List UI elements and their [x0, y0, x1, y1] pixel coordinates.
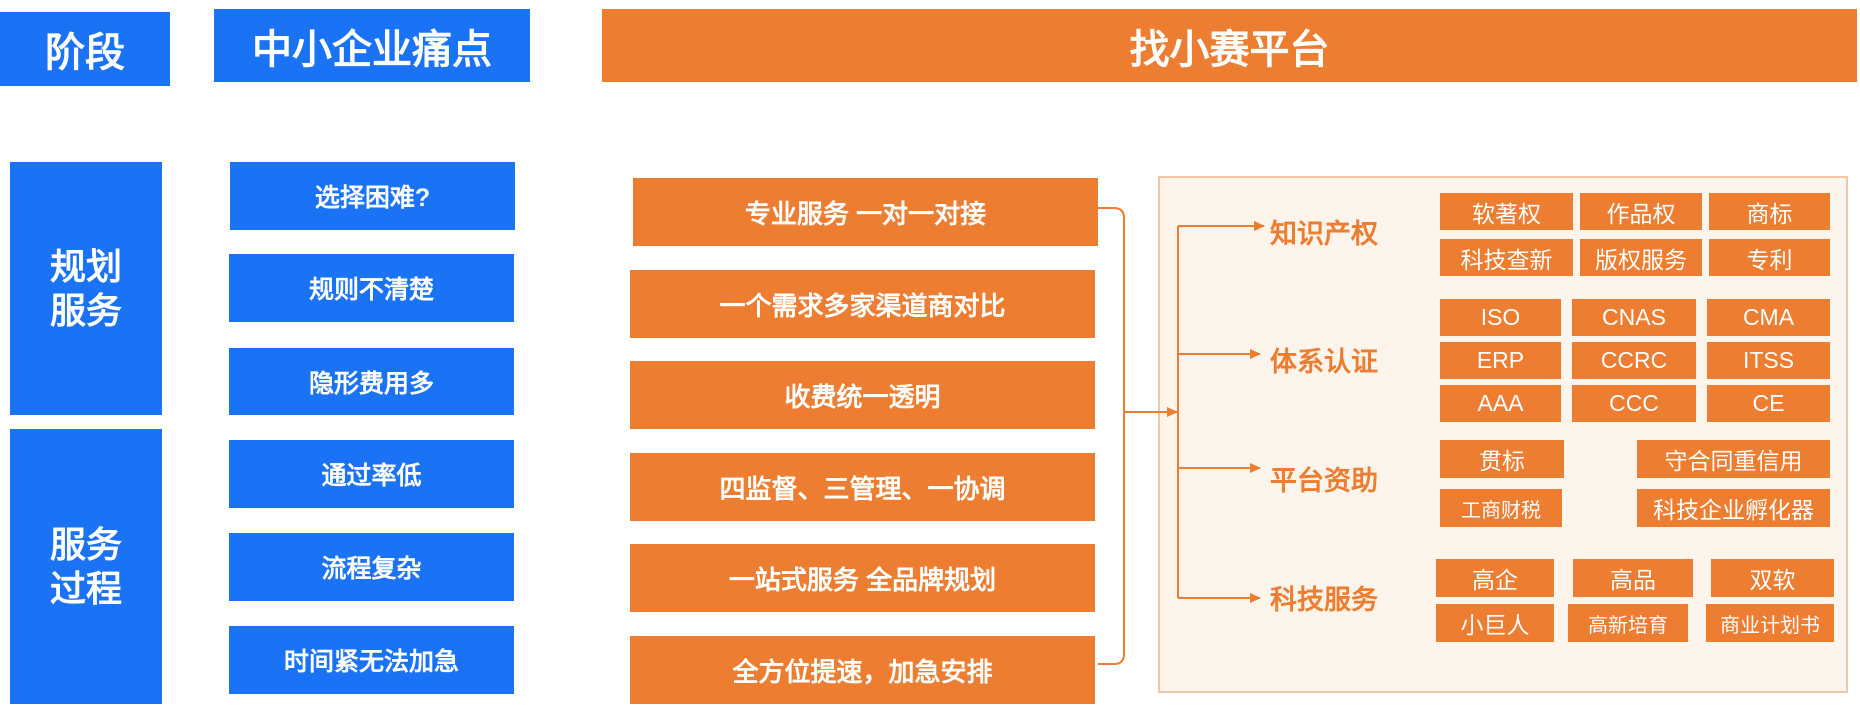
pain-points-header: 中小企业痛点: [214, 9, 530, 82]
feature-bracket: [1098, 207, 1125, 665]
service-tag: 软著权: [1440, 193, 1573, 230]
platform-feature: 一个需求多家渠道商对比: [630, 270, 1095, 338]
pain-point: 通过率低: [229, 440, 514, 508]
category-certification: 体系认证: [1270, 347, 1378, 377]
service-tag: 高品: [1573, 559, 1693, 597]
service-tag: CCC: [1572, 385, 1696, 422]
stage-header: 阶段: [0, 12, 170, 86]
service-tag: ERP: [1440, 342, 1561, 379]
platform-feature: 四监督、三管理、一协调: [630, 453, 1095, 521]
platform-feature: 全方位提速，加急安排: [630, 636, 1095, 704]
category-ip: 知识产权: [1270, 219, 1378, 249]
service-tag: 专利: [1709, 239, 1830, 276]
service-tag: CCRC: [1572, 342, 1696, 379]
category-tech-service: 科技服务: [1270, 585, 1378, 615]
pain-point: 选择困难?: [230, 162, 515, 230]
service-tag: 守合同重信用: [1637, 440, 1830, 478]
stage-planning: 规划 服务: [10, 162, 162, 415]
service-tag: 版权服务: [1580, 239, 1702, 276]
platform-feature: 专业服务 一对一对接: [633, 178, 1098, 246]
platform-header: 找小赛平台: [602, 9, 1857, 82]
service-tag: CNAS: [1572, 299, 1696, 336]
pain-point: 时间紧无法加急: [229, 626, 514, 694]
service-tag: 商业计划书: [1706, 604, 1834, 642]
service-tag: 作品权: [1580, 193, 1702, 230]
service-tag: 双软: [1711, 559, 1834, 597]
service-tag: ITSS: [1707, 342, 1830, 379]
platform-feature: 收费统一透明: [630, 361, 1095, 429]
service-tag: 小巨人: [1436, 604, 1554, 642]
service-tag: CE: [1707, 385, 1830, 422]
service-tag: 科技查新: [1440, 239, 1573, 276]
service-tag: 高新培育: [1568, 604, 1688, 642]
service-tag: 工商财税: [1440, 489, 1562, 527]
service-tag: 科技企业孵化器: [1637, 489, 1830, 527]
service-tag: 高企: [1436, 559, 1554, 597]
pain-point: 规则不清楚: [229, 254, 514, 322]
platform-feature: 一站式服务 全品牌规划: [630, 544, 1095, 612]
pain-point: 隐形费用多: [229, 348, 514, 415]
stage-process: 服务 过程: [10, 429, 162, 704]
service-tag: ISO: [1440, 299, 1561, 336]
category-funding: 平台资助: [1270, 466, 1378, 496]
service-tag: 贯标: [1440, 440, 1564, 478]
service-tag: AAA: [1440, 385, 1561, 422]
service-tag: CMA: [1707, 299, 1830, 336]
pain-point: 流程复杂: [229, 533, 514, 601]
service-tag: 商标: [1709, 193, 1830, 230]
